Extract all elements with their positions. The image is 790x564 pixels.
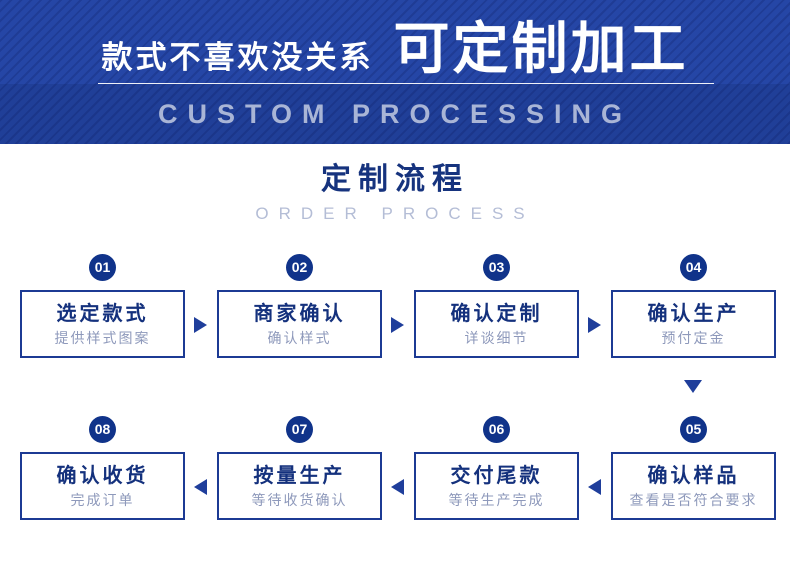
step-card-01: 01 选定款式 提供样式图案 xyxy=(20,254,185,358)
step-card-05: 05 确认样品 查看是否符合要求 xyxy=(611,416,776,520)
arrow-right-icon xyxy=(391,317,404,333)
step-number-badge: 05 xyxy=(680,416,707,443)
banner-divider-line xyxy=(98,83,714,84)
banner-subtitle-en: CUSTOM PROCESSING xyxy=(0,84,790,144)
custom-processing-banner: 款式不喜欢没关系 可定制加工 CUSTOM PROCESSING xyxy=(0,0,790,144)
step-card-06: 06 交付尾款 等待生产完成 xyxy=(414,416,579,520)
step-title: 选定款式 xyxy=(56,302,149,325)
step-title: 确认收货 xyxy=(56,464,149,487)
step-desc: 预付定金 xyxy=(661,329,726,346)
step-title: 交付尾款 xyxy=(450,464,543,487)
arrow-right-icon xyxy=(194,317,207,333)
step-box: 交付尾款 等待生产完成 xyxy=(414,452,579,520)
section-title: 定制流程 xyxy=(321,163,469,196)
step-desc: 提供样式图案 xyxy=(54,329,151,346)
step-card-04: 04 确认生产 预付定金 xyxy=(611,254,776,358)
step-box: 确认定制 详谈细节 xyxy=(414,290,579,358)
step-card-08: 08 确认收货 完成订单 xyxy=(20,416,185,520)
step-box: 选定款式 提供样式图案 xyxy=(20,290,185,358)
step-number-badge: 06 xyxy=(483,416,510,443)
step-title: 商家确认 xyxy=(253,302,346,325)
arrow-right-icon xyxy=(588,317,601,333)
step-box: 商家确认 确认样式 xyxy=(217,290,382,358)
step-number-badge: 03 xyxy=(483,254,510,281)
step-card-07: 07 按量生产 等待收货确认 xyxy=(217,416,382,520)
arrow-left-icon xyxy=(588,479,601,495)
step-box: 确认样品 查看是否符合要求 xyxy=(611,452,776,520)
step-desc: 等待收货确认 xyxy=(251,491,348,508)
step-title: 确认样品 xyxy=(647,464,740,487)
step-card-03: 03 确认定制 详谈细节 xyxy=(414,254,579,358)
step-number-badge: 07 xyxy=(286,416,313,443)
step-title: 确认定制 xyxy=(450,302,543,325)
banner-heading: 款式不喜欢没关系 可定制加工 xyxy=(0,0,790,84)
step-desc: 完成订单 xyxy=(70,491,135,508)
order-process-diagram: 01 选定款式 提供样式图案 02 商家确认 确认样式 03 确认定制 详谈细节… xyxy=(0,254,790,520)
step-box: 确认收货 完成订单 xyxy=(20,452,185,520)
arrow-left-icon xyxy=(391,479,404,495)
step-desc: 确认样式 xyxy=(267,329,332,346)
step-number-badge: 08 xyxy=(89,416,116,443)
step-title: 确认生产 xyxy=(647,302,740,325)
arrow-left-icon xyxy=(194,479,207,495)
banner-title: 可定制加工 xyxy=(393,17,689,80)
flow-row-bottom: 08 确认收货 完成订单 07 按量生产 等待收货确认 06 交付尾款 等待生产… xyxy=(20,416,776,520)
arrow-down-icon xyxy=(684,380,702,393)
step-desc: 详谈细节 xyxy=(464,329,529,346)
step-desc: 查看是否符合要求 xyxy=(629,491,758,508)
step-title: 按量生产 xyxy=(253,464,346,487)
step-number-badge: 02 xyxy=(286,254,313,281)
banner-tagline: 款式不喜欢没关系 xyxy=(101,40,374,75)
step-box: 确认生产 预付定金 xyxy=(611,290,776,358)
step-desc: 等待生产完成 xyxy=(448,491,545,508)
step-number-badge: 01 xyxy=(89,254,116,281)
section-subtitle-en: ORDER PROCESS xyxy=(255,204,535,223)
step-card-02: 02 商家确认 确认样式 xyxy=(217,254,382,358)
step-box: 按量生产 等待收货确认 xyxy=(217,452,382,520)
flow-row-top: 01 选定款式 提供样式图案 02 商家确认 确认样式 03 确认定制 详谈细节… xyxy=(20,254,776,358)
step-number-badge: 04 xyxy=(680,254,707,281)
